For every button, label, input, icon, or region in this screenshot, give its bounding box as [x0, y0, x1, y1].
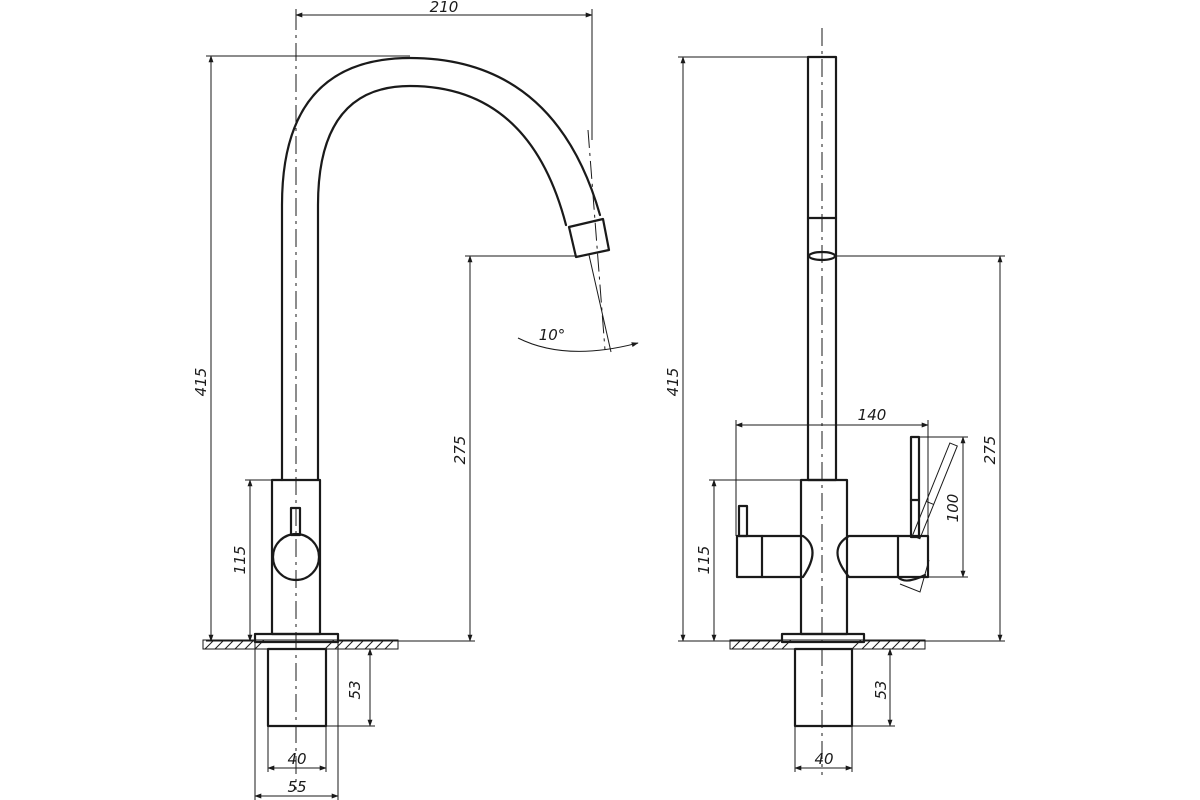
front-shank [266, 647, 328, 728]
front-dim-angle-arc [517, 337, 639, 352]
side-view: 415 275 140 100 115 53 40 [664, 28, 1005, 775]
front-dim-shank: 53 [346, 680, 364, 699]
side-dim-shank-dia: 40 [814, 750, 833, 768]
front-dim-base-height: 115 [231, 546, 249, 575]
front-dim-base-dia: 55 [287, 778, 306, 796]
side-dim-shank: 53 [872, 680, 890, 699]
front-dim-shank-dia: 40 [287, 750, 306, 768]
side-dim-spout-height: 275 [981, 436, 999, 465]
side-dim-handles-span: 140 [858, 406, 887, 424]
front-dim-height: 415 [192, 368, 210, 397]
side-lever-left [737, 504, 749, 538]
side-dim-height: 415 [664, 368, 682, 397]
front-dim-width: 210 [430, 0, 459, 16]
side-dim-lever: 100 [944, 494, 962, 523]
front-dim-spout-height: 275 [451, 436, 469, 465]
side-handle-right [836, 534, 930, 579]
side-dim-base-height: 115 [695, 546, 713, 575]
side-shank [793, 647, 854, 728]
front-aerator [567, 217, 611, 259]
side-flange [780, 632, 866, 644]
side-handle-left [735, 534, 814, 579]
front-view: 210 415 275 115 10° 53 40 55 [192, 0, 639, 800]
side-body [799, 478, 849, 636]
front-spout [280, 56, 602, 482]
front-dim-angle: 10° [539, 326, 566, 344]
